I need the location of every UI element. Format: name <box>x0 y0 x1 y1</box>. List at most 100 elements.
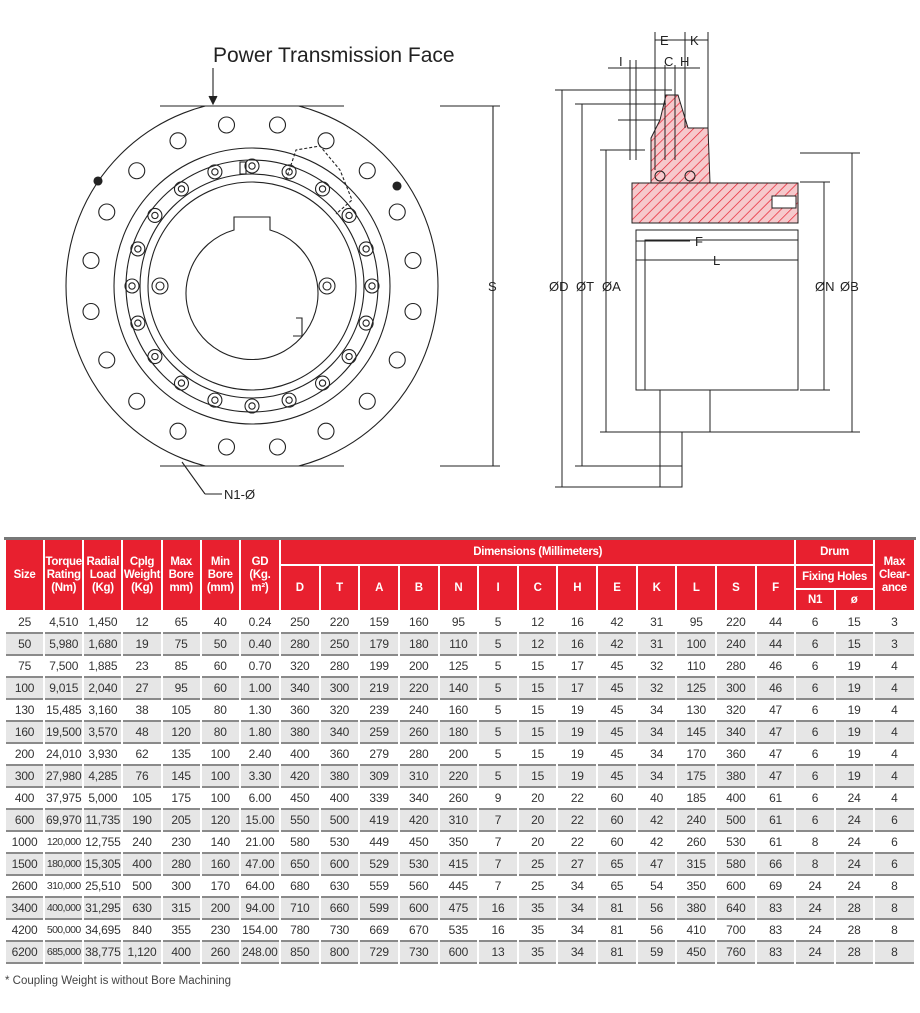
table-cell: 449 <box>360 832 398 854</box>
table-cell: 120,000 <box>45 832 83 854</box>
table-cell: 22 <box>558 810 597 832</box>
table-cell: 65 <box>598 876 636 898</box>
bolt-hole <box>177 185 186 193</box>
bore-with-keyway <box>185 216 319 361</box>
table-cell: 140 <box>439 678 478 700</box>
table-cell: 83 <box>756 898 795 920</box>
table-cell: 179 <box>360 634 398 656</box>
table-cell: 200 <box>6 744 44 766</box>
drum-fixing-hole <box>358 392 376 410</box>
table-cell: 19,500 <box>45 722 83 744</box>
table-cell: 125 <box>439 656 478 678</box>
bolt-hole <box>345 211 353 220</box>
table-cell: 145 <box>677 722 716 744</box>
header-max-bore: Max Bore mm) <box>162 540 200 612</box>
table-cell: 24 <box>835 810 873 832</box>
table-cell: 47.00 <box>240 854 279 876</box>
table-cell: 5 <box>479 744 517 766</box>
bolt-hole <box>211 396 219 404</box>
table-cell: 24,010 <box>45 744 83 766</box>
table-cell: 530 <box>320 832 359 854</box>
table-cell: 8 <box>874 942 914 964</box>
table-cell: 15,485 <box>45 700 83 722</box>
table-cell: 8 <box>796 854 834 876</box>
table-cell: 219 <box>360 678 398 700</box>
table-cell: 46 <box>756 678 795 700</box>
table-cell: 25,510 <box>84 876 122 898</box>
bolt-hole <box>358 241 374 257</box>
table-cell: 315 <box>162 898 200 920</box>
table-cell: 65 <box>162 612 200 634</box>
table-top-rule <box>4 537 916 540</box>
table-cell: 710 <box>280 898 319 920</box>
table-cell: 650 <box>280 854 319 876</box>
table-cell: 44 <box>756 634 795 656</box>
table-cell: 730 <box>399 942 438 964</box>
table-cell: 83 <box>756 920 795 942</box>
bolt-hole <box>134 319 142 327</box>
table-cell: 37,975 <box>45 788 83 810</box>
table-cell: 47 <box>756 700 795 722</box>
table-cell: 83 <box>756 942 795 964</box>
drum-ring <box>113 147 391 425</box>
table-cell: 300 <box>6 766 44 788</box>
table-cell: 19 <box>835 656 873 678</box>
table-cell: 62 <box>123 744 161 766</box>
bolt-hole <box>147 348 163 365</box>
table-cell: 32 <box>637 656 676 678</box>
bolt-hole <box>364 278 380 294</box>
table-cell: 100 <box>677 634 716 656</box>
bolt-hole <box>151 352 159 361</box>
table-cell: 5 <box>479 678 517 700</box>
table-cell: 19 <box>123 634 161 656</box>
bolt-hole <box>345 352 353 361</box>
drum-fixing-hole <box>358 162 376 180</box>
table-cell: 240 <box>677 810 716 832</box>
table-cell: 280 <box>280 634 319 656</box>
table-cell: 315 <box>677 854 716 876</box>
header-dim-l: L <box>677 566 716 612</box>
table-cell: 600 <box>6 810 44 832</box>
table-cell: 6 <box>796 634 834 656</box>
table-cell: 279 <box>360 744 398 766</box>
header-dim-n: N <box>439 566 478 612</box>
table-cell: 500 <box>123 876 161 898</box>
table-cell: 630 <box>123 898 161 920</box>
bolt-hole <box>130 241 146 257</box>
table-cell: 300 <box>162 876 200 898</box>
bolt-hole <box>248 402 256 410</box>
table-cell: 25 <box>518 876 557 898</box>
table-cell: 95 <box>439 612 478 634</box>
table-cell: 1,120 <box>123 942 161 964</box>
bolt-hole <box>244 398 260 414</box>
table-cell: 400 <box>280 744 319 766</box>
table-cell: 180 <box>399 634 438 656</box>
table-cell: 450 <box>677 942 716 964</box>
table-cell: 7,500 <box>45 656 83 678</box>
table-cell: 35 <box>518 920 557 942</box>
table-cell: 19 <box>558 744 597 766</box>
bolt-hole <box>281 164 297 180</box>
table-cell: 45 <box>598 766 636 788</box>
header-dim-d: D <box>280 566 319 612</box>
bolt-hole <box>368 282 376 290</box>
table-cell: 175 <box>677 766 716 788</box>
table-cell: 185 <box>677 788 716 810</box>
table-cell: 25 <box>6 612 44 634</box>
table-cell: 248.00 <box>240 942 279 964</box>
bolt-hole <box>130 315 146 331</box>
table-cell: 350 <box>677 876 716 898</box>
table-cell: 380 <box>280 722 319 744</box>
table-cell: 140 <box>201 832 239 854</box>
table-cell: 100 <box>201 766 239 788</box>
drum-fixing-hole <box>217 438 236 456</box>
table-cell: 20 <box>518 832 557 854</box>
table-cell: 120 <box>162 722 200 744</box>
table-cell: 34 <box>558 876 597 898</box>
table-cell: 81 <box>598 898 636 920</box>
drum-fixing-hole <box>404 302 422 321</box>
